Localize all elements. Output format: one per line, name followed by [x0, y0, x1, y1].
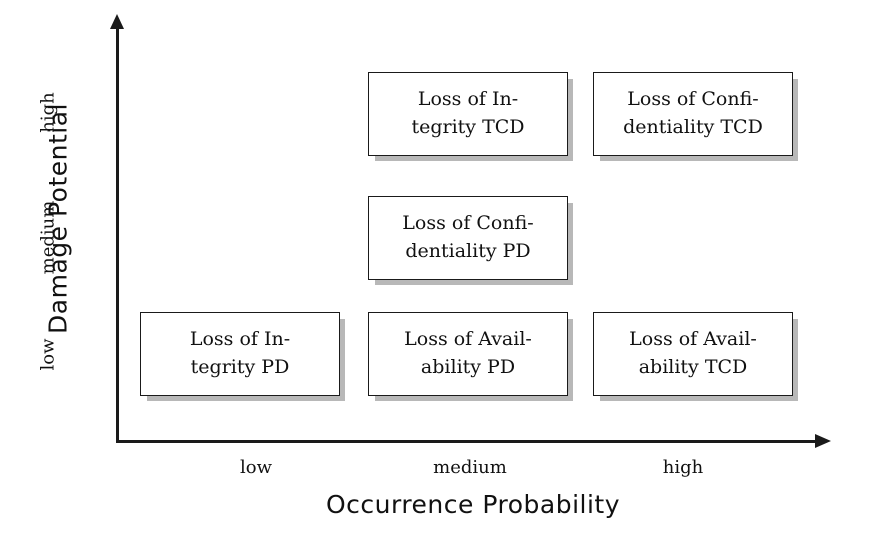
- x-axis-tick-medium: medium: [433, 457, 507, 478]
- risk-cell-line-2: ability PD: [420, 356, 516, 378]
- risk-cell-line-1: Loss of In-: [189, 328, 291, 351]
- risk-cell-line-1: Loss of Confi-: [627, 88, 759, 111]
- risk-cell-line-1: Loss of Confi-: [402, 212, 534, 235]
- risk-cell-line-1: Loss of In-: [417, 88, 519, 111]
- risk-cell-line-1: Loss of Avail-: [404, 328, 532, 351]
- x-axis-tick-high: high: [662, 457, 704, 478]
- y-axis-line: [116, 26, 119, 443]
- y-axis-tick-low: low: [37, 338, 59, 371]
- risk-cell[interactable]: Loss of Confi- dentiality TCD: [593, 72, 793, 156]
- x-axis-title: Occurrence Probability: [325, 490, 621, 519]
- risk-cell-line-2: tegrity PD: [190, 356, 290, 378]
- risk-cell[interactable]: Loss of Avail- ability PD: [368, 312, 568, 396]
- risk-cell-line-2: ability TCD: [638, 356, 748, 378]
- x-axis-tick-low: low: [239, 457, 272, 478]
- risk-cell-line-2: dentiality TCD: [623, 116, 763, 138]
- risk-cell[interactable]: Loss of In- tegrity PD: [140, 312, 340, 396]
- x-axis-arrow-icon: [815, 434, 831, 448]
- risk-cell[interactable]: Loss of Avail- ability TCD: [593, 312, 793, 396]
- risk-cell-line-1: Loss of Avail-: [629, 328, 757, 351]
- risk-cell[interactable]: Loss of Confi- dentiality PD: [368, 196, 568, 280]
- risk-cell-line-2: tegrity TCD: [411, 116, 525, 138]
- risk-cell-line-2: dentiality PD: [405, 240, 531, 262]
- y-axis-arrow-icon: [110, 14, 124, 29]
- risk-cell[interactable]: Loss of In- tegrity TCD: [368, 72, 568, 156]
- x-axis-line: [116, 440, 818, 443]
